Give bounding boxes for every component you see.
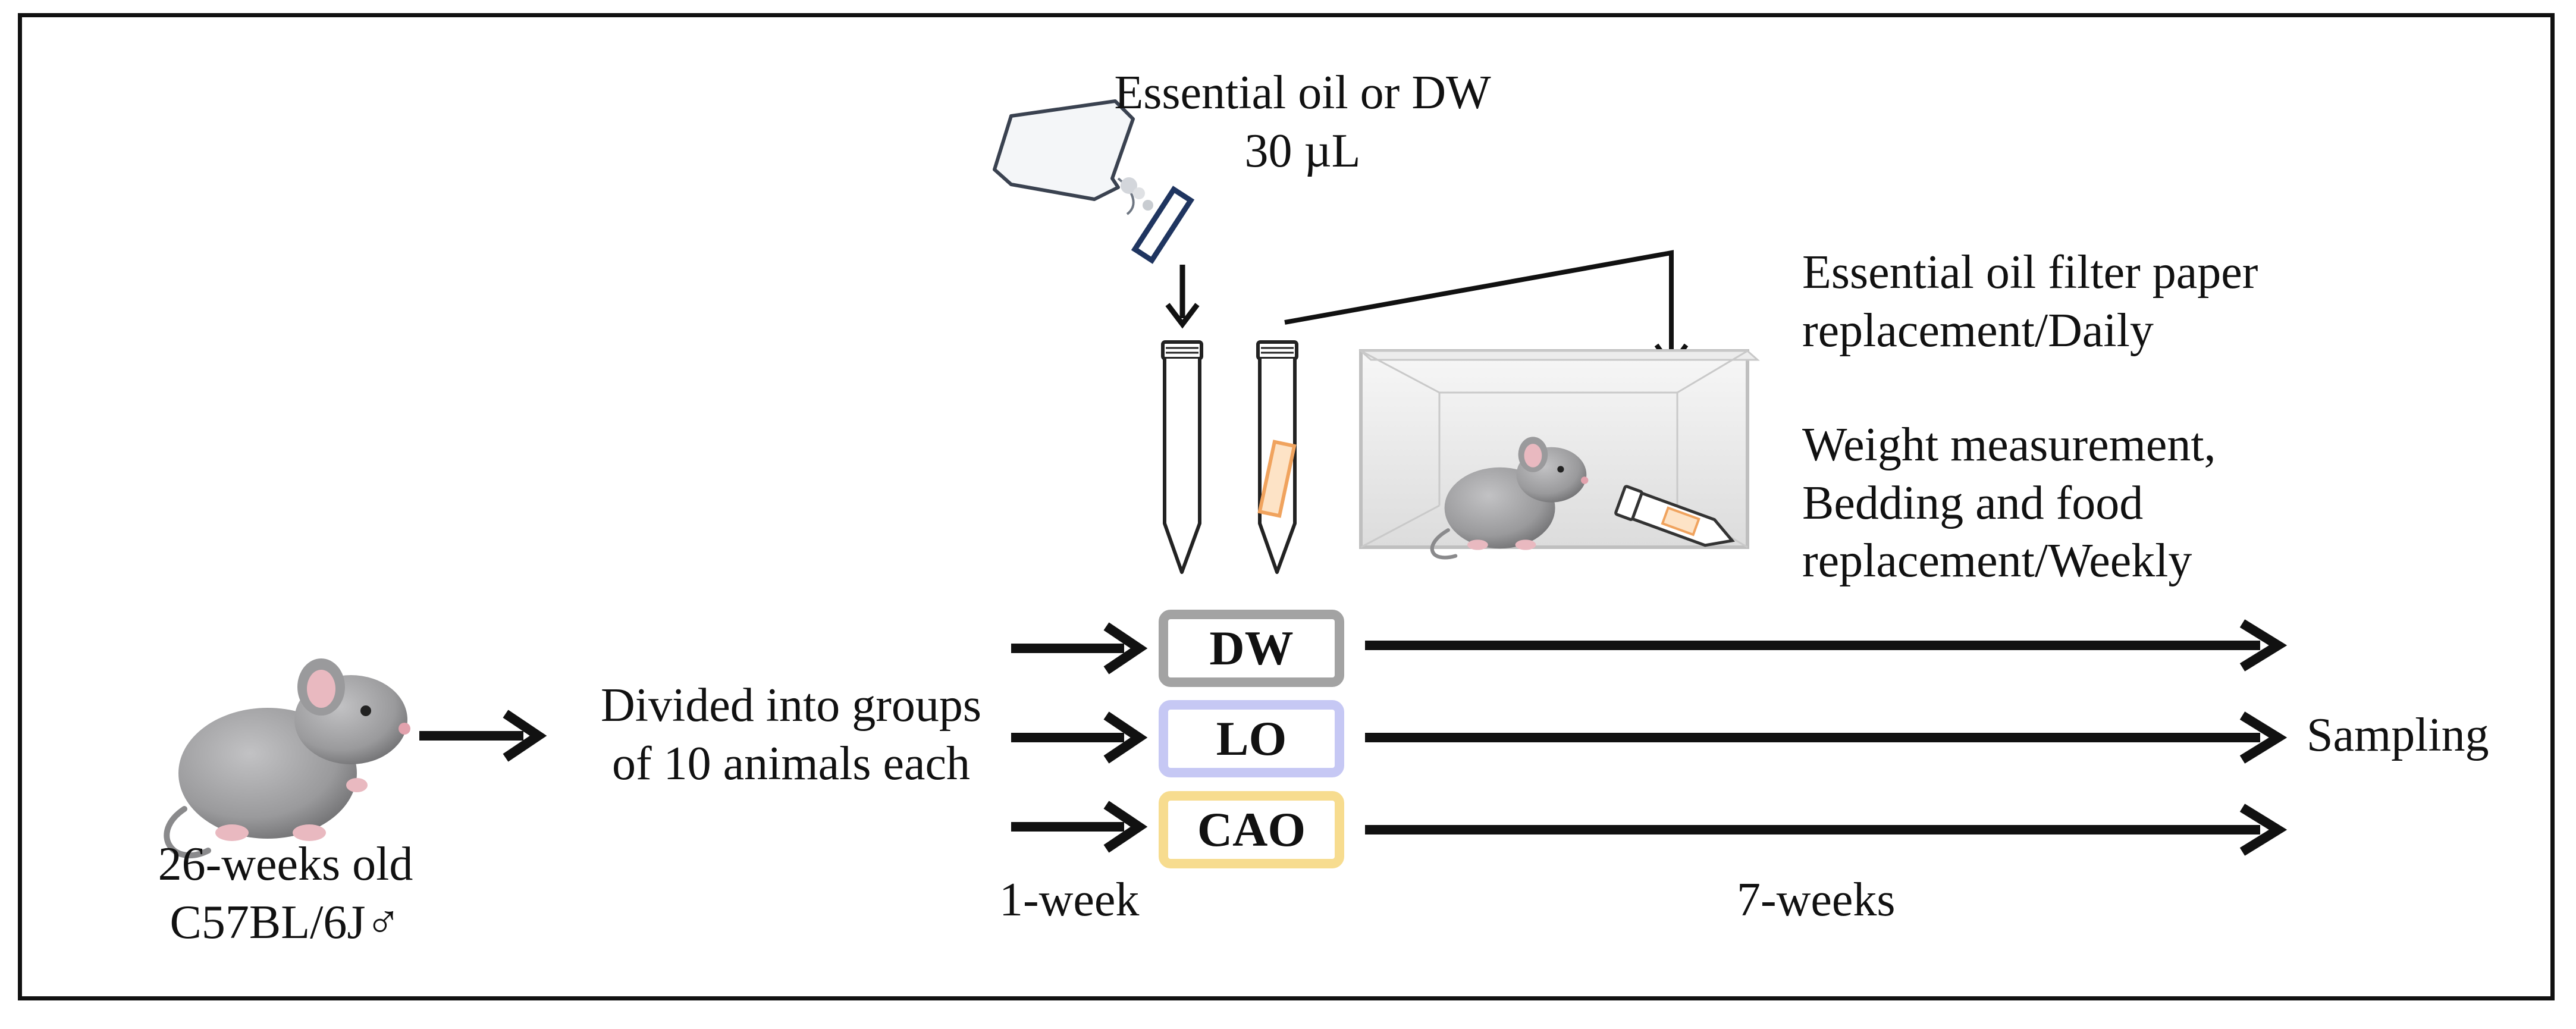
arrow-dose-down bbox=[1165, 265, 1200, 329]
arrow-into-lo bbox=[1011, 711, 1148, 764]
sampling-label: Sampling bbox=[2307, 709, 2489, 761]
arrow-cao-timeline bbox=[1365, 804, 2288, 856]
filter-note-line-1: Essential oil filter paper bbox=[1802, 246, 2258, 299]
arrow-start-to-division bbox=[419, 710, 547, 762]
acclimation-duration: 1-week bbox=[999, 874, 1140, 926]
arrow-into-dw bbox=[1011, 622, 1148, 675]
filter-paper-icon bbox=[1131, 186, 1195, 264]
animal-strain: C57BL/6J♂ bbox=[170, 896, 401, 949]
arrow-into-cao bbox=[1011, 801, 1148, 853]
conical-tube-icon bbox=[1161, 340, 1203, 574]
conical-tube-icon bbox=[1256, 340, 1298, 574]
dose-label: Essential oil or DW 30 µL bbox=[1083, 64, 1523, 180]
group-cao-box: CAO bbox=[1159, 791, 1344, 868]
cage-icon bbox=[1358, 349, 1760, 560]
weekly-maintenance-note: Weight measurement, Bedding and food rep… bbox=[1802, 416, 2216, 591]
arrow-tube-to-cage bbox=[1284, 250, 1689, 370]
division-label: Divided into groups of 10 animals each bbox=[553, 677, 1029, 793]
division-line-1: Divided into groups bbox=[601, 679, 981, 732]
oil-bottle-icon bbox=[993, 99, 1153, 215]
group-dw-label: DW bbox=[1209, 621, 1294, 675]
group-cao-label: CAO bbox=[1197, 802, 1306, 857]
filter-note-line-2: replacement/Daily bbox=[1802, 304, 2154, 357]
dose-line-2: 30 µL bbox=[1244, 124, 1361, 177]
treatment-duration: 7-weeks bbox=[1737, 874, 1896, 926]
weekly-note-line-2: Bedding and food bbox=[1802, 476, 2144, 529]
animal-label: 26-weeks old C57BL/6J♂ bbox=[107, 836, 464, 952]
arrow-lo-timeline bbox=[1365, 711, 2288, 764]
weekly-note-line-1: Weight measurement, bbox=[1802, 419, 2216, 471]
mouse-icon bbox=[164, 658, 410, 859]
arrow-dw-timeline bbox=[1365, 619, 2288, 672]
dose-line-1: Essential oil or DW bbox=[1114, 67, 1491, 119]
filter-replacement-note: Essential oil filter paper replacement/D… bbox=[1802, 244, 2258, 360]
group-lo-label: LO bbox=[1216, 711, 1287, 766]
group-dw-box: DW bbox=[1159, 610, 1344, 687]
division-line-2: of 10 animals each bbox=[612, 737, 970, 790]
animal-age: 26-weeks old bbox=[158, 838, 413, 890]
weekly-note-line-3: replacement/Weekly bbox=[1802, 535, 2192, 588]
group-lo-box: LO bbox=[1159, 700, 1344, 777]
